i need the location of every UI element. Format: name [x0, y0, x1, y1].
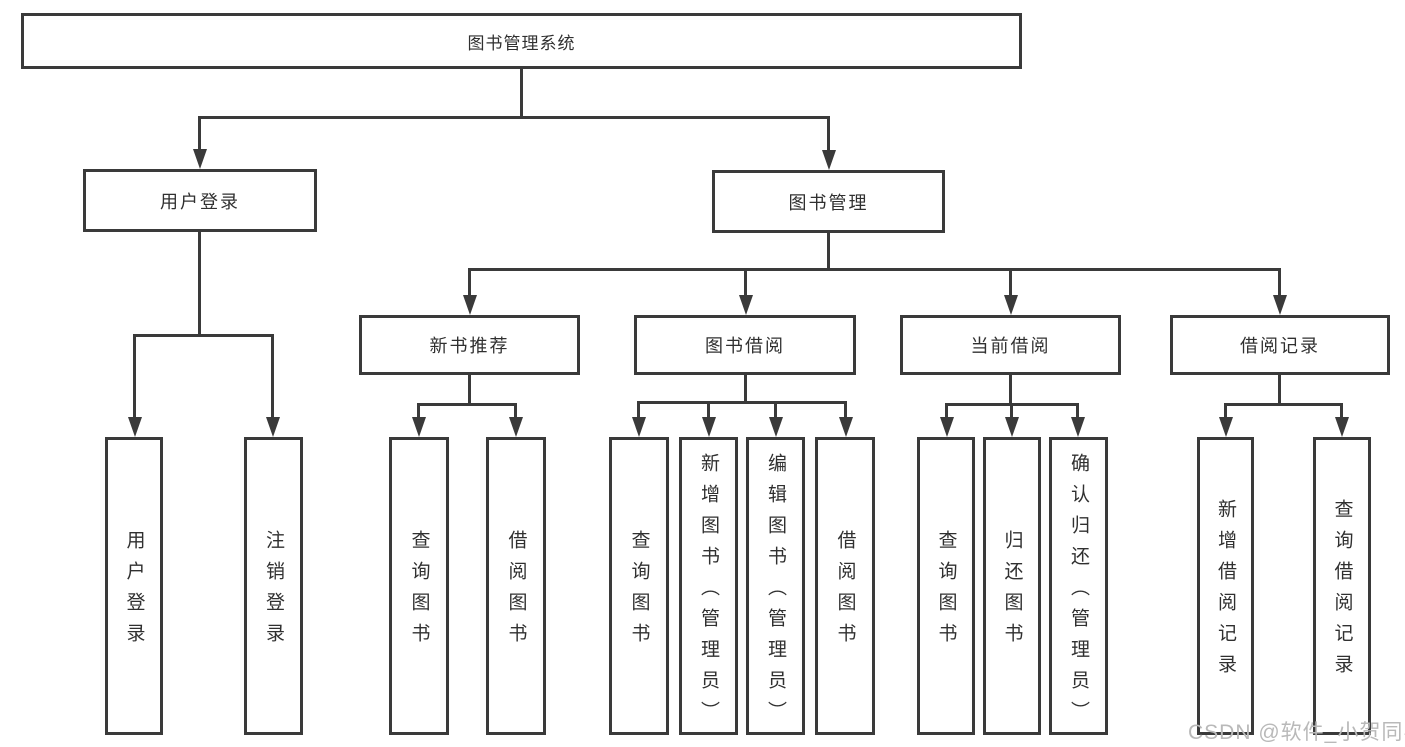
arrowhead-icon	[1219, 417, 1233, 437]
connector-line	[417, 403, 420, 418]
connector-line	[1278, 268, 1281, 296]
node-current-borrowing: 当前借阅	[900, 315, 1121, 375]
node-book-borrowing: 图书借阅	[634, 315, 856, 375]
arrowhead-icon	[739, 295, 753, 315]
connector-line	[1009, 375, 1012, 406]
leaf-edit-book-admin-label: 编辑图书（管理员）	[765, 452, 786, 732]
arrowhead-icon	[839, 417, 853, 437]
arrowhead-icon	[1273, 295, 1287, 315]
csdn-watermark: CSDN @软件_小贺同学	[1188, 721, 1405, 744]
leaf-return-books: 归还图书	[983, 437, 1041, 735]
arrowhead-icon	[128, 417, 142, 437]
leaf-logout-label: 注销登录	[263, 530, 284, 654]
connector-line	[945, 403, 948, 418]
connector-line	[468, 268, 471, 296]
leaf-query-borrow-record-label: 查询借阅记录	[1331, 499, 1353, 685]
connector-line	[744, 375, 747, 404]
leaf-user-login: 用户登录	[105, 437, 163, 735]
connector-line	[271, 334, 274, 418]
connector-line	[844, 401, 847, 418]
leaf-add-borrow-record-label: 新增借阅记录	[1215, 499, 1236, 685]
connector-line	[744, 268, 747, 296]
connector-line	[133, 334, 274, 337]
leaf-confirm-return-admin: 确认归还（管理员）	[1049, 437, 1108, 735]
arrowhead-icon	[1071, 417, 1085, 437]
connector-line	[707, 401, 710, 418]
leaf-query-books-recommend: 查询图书	[389, 437, 449, 735]
arrowhead-icon	[193, 149, 207, 169]
leaf-add-borrow-record: 新增借阅记录	[1197, 437, 1254, 735]
connector-line	[1224, 403, 1227, 418]
leaf-confirm-return-admin-label: 确认归还（管理员）	[1068, 452, 1089, 732]
leaf-query-borrow-record: 查询借阅记录	[1313, 437, 1371, 735]
connector-line	[1224, 403, 1342, 406]
leaf-add-book-admin: 新增图书（管理员）	[679, 437, 738, 735]
leaf-borrow-books-borrowing-label: 借阅图书	[834, 530, 856, 654]
arrowhead-icon	[822, 150, 836, 170]
node-new-book-recommendation: 新书推荐	[359, 315, 580, 375]
node-borrowing-records: 借阅记录	[1170, 315, 1390, 375]
connector-line	[198, 116, 201, 150]
leaf-query-books-recommend-label: 查询图书	[408, 530, 430, 654]
connector-line	[827, 116, 830, 151]
arrowhead-icon	[940, 417, 954, 437]
leaf-borrow-books-recommend: 借阅图书	[486, 437, 546, 735]
node-library-management-system: 图书管理系统	[21, 13, 1022, 69]
arrowhead-icon	[769, 417, 783, 437]
connector-line	[468, 375, 471, 406]
arrowhead-icon	[266, 417, 280, 437]
arrowhead-icon	[1005, 417, 1019, 437]
connector-line	[1340, 403, 1343, 418]
leaf-query-books-borrowing-label: 查询图书	[628, 530, 650, 654]
connector-line	[1010, 403, 1013, 418]
connector-line	[520, 69, 523, 118]
arrowhead-icon	[1004, 295, 1018, 315]
leaf-user-login-label: 用户登录	[123, 530, 145, 654]
leaf-query-books-current-label: 查询图书	[935, 530, 957, 654]
connector-line	[198, 232, 201, 337]
arrowhead-icon	[463, 295, 477, 315]
node-user-login: 用户登录	[83, 169, 317, 232]
arrowhead-icon	[509, 417, 523, 437]
arrowhead-icon	[1335, 417, 1349, 437]
connector-line	[468, 268, 1281, 271]
leaf-edit-book-admin: 编辑图书（管理员）	[746, 437, 805, 735]
node-book-management: 图书管理	[712, 170, 945, 233]
connector-line	[133, 334, 136, 418]
leaf-logout: 注销登录	[244, 437, 303, 735]
connector-line	[827, 233, 830, 271]
leaf-borrow-books-borrowing: 借阅图书	[815, 437, 875, 735]
connector-line	[417, 403, 517, 406]
leaf-return-books-label: 归还图书	[1001, 530, 1023, 654]
connector-line	[1009, 268, 1012, 296]
connector-line	[1076, 403, 1079, 418]
leaf-query-books-borrowing: 查询图书	[609, 437, 669, 735]
connector-line	[637, 401, 640, 418]
connector-line	[514, 403, 517, 418]
arrowhead-icon	[702, 417, 716, 437]
leaf-query-books-current: 查询图书	[917, 437, 975, 735]
arrowhead-icon	[412, 417, 426, 437]
leaf-add-book-admin-label: 新增图书（管理员）	[698, 452, 719, 732]
connector-line	[774, 401, 777, 418]
connector-line	[1278, 375, 1281, 406]
connector-line	[637, 401, 847, 404]
arrowhead-icon	[632, 417, 646, 437]
connector-line	[198, 116, 830, 119]
leaf-borrow-books-recommend-label: 借阅图书	[505, 530, 527, 654]
